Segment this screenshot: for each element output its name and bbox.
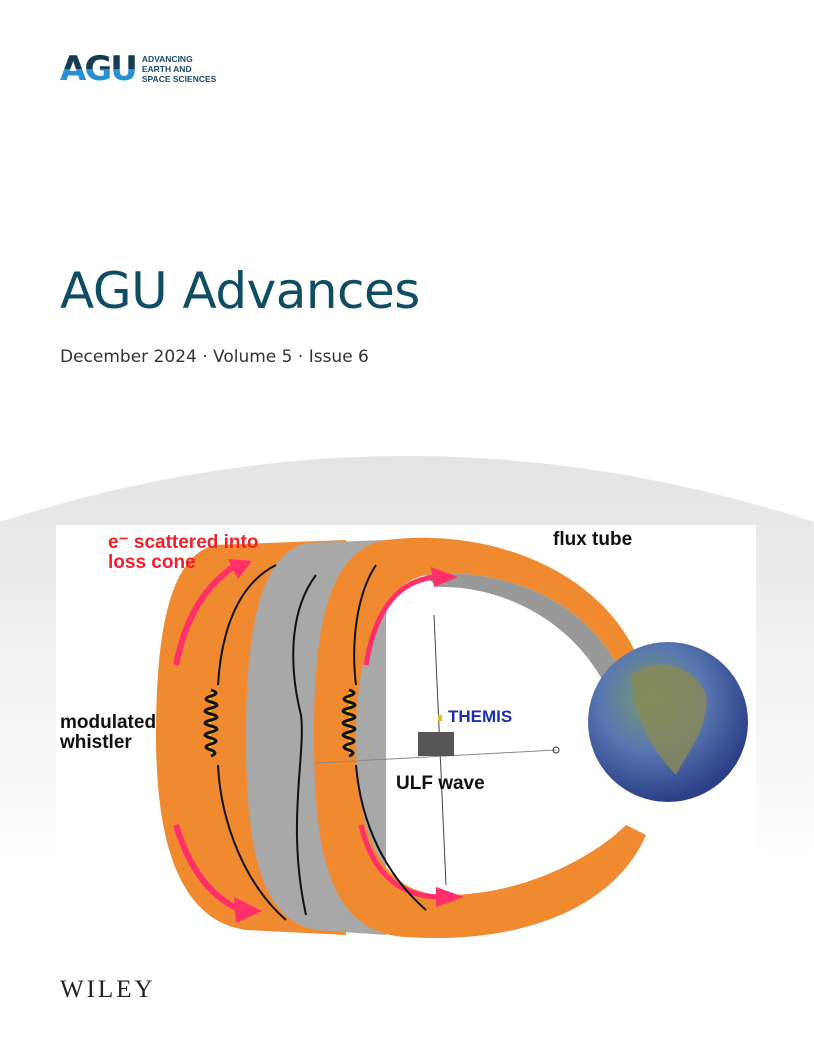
spacecraft-boom — [315, 749, 557, 764]
arrow-head — [431, 567, 458, 587]
arrow-head — [436, 887, 464, 907]
flux-tube-gray-band — [426, 573, 631, 710]
electron-arrow — [173, 824, 243, 913]
flux-tube-diagram — [156, 537, 748, 939]
tagline-line: SPACE SCIENCES — [141, 74, 217, 84]
label-scattered-line: loss cone — [108, 552, 196, 573]
tagline-line: EARTH AND — [141, 64, 192, 74]
arrow-head — [234, 897, 262, 923]
ulf-wave-line — [353, 564, 427, 911]
agu-tagline: ADVANCING EARTH AND SPACE SCIENCES — [142, 54, 216, 84]
tagline-line: ADVANCING — [141, 54, 193, 64]
journal-title: AGU Advances — [60, 262, 420, 320]
flux-tube-ring-inner — [314, 537, 646, 939]
whistler-packet — [203, 688, 219, 758]
label-ulf-wave: ULF wave — [396, 773, 485, 794]
spacecraft-antenna — [438, 715, 442, 721]
electron-arrow — [173, 562, 238, 666]
ulf-wave-line — [217, 564, 287, 921]
label-themis: THEMIS — [448, 707, 513, 726]
label-whistler-line: modulated — [60, 712, 157, 733]
agu-logo: AGU ADVANCING EARTH AND SPACE SCIENCES — [60, 52, 216, 86]
label-scattered-line: e⁻ scattered into — [108, 532, 259, 553]
wiley-logo: WILEY — [60, 976, 156, 1003]
arrow-head — [228, 559, 252, 579]
electron-arrow — [358, 824, 442, 900]
whistler-packet — [341, 688, 357, 758]
ulf-wave-line — [292, 574, 317, 916]
issue-line: December 2024 · Volume 5 · Issue 6 — [60, 347, 369, 367]
agu-logo-mark: AGU — [60, 49, 138, 89]
boom-tip — [552, 746, 560, 754]
label-flux-tube: flux tube — [553, 529, 633, 550]
themis-spacecraft — [418, 732, 454, 756]
earth-continent — [631, 664, 707, 775]
electron-arrow — [363, 574, 437, 666]
label-whistler-line: whistler — [60, 732, 132, 753]
